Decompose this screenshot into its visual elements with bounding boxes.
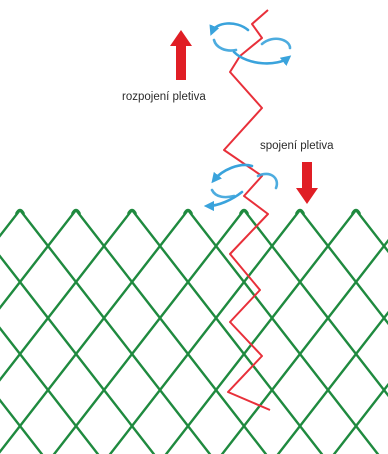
mesh-wire xyxy=(242,209,274,454)
mesh-knot xyxy=(294,208,306,215)
mesh-wire xyxy=(130,209,162,454)
join-label: spojení pletiva xyxy=(260,140,334,152)
mesh-knot xyxy=(126,208,138,215)
mesh-wire xyxy=(46,209,78,454)
mesh-knot xyxy=(14,208,26,215)
arrow-up-icon xyxy=(170,30,192,80)
unjoin-label: rozpojení pletiva xyxy=(122,91,206,103)
mesh-wire xyxy=(74,209,106,454)
rotate-icon-bottom xyxy=(203,163,279,212)
mesh-knot xyxy=(238,208,250,215)
mesh-wire xyxy=(270,209,302,454)
mesh-knot xyxy=(350,208,362,215)
arrow-down-icon xyxy=(296,162,318,204)
mesh-wire xyxy=(354,209,386,454)
mesh-knot xyxy=(182,208,194,215)
mesh-wire xyxy=(298,209,330,454)
mesh-wire xyxy=(102,209,134,454)
mesh-wire xyxy=(18,209,50,454)
mesh-wire xyxy=(326,209,358,454)
mesh-wire xyxy=(158,209,190,454)
mesh-wire xyxy=(214,209,246,454)
mesh-wire xyxy=(382,238,388,398)
mesh-wire xyxy=(186,209,218,454)
mesh-knot xyxy=(70,208,82,215)
chain-link-mesh xyxy=(0,208,388,454)
red-spiral-wire xyxy=(223,9,271,411)
rotate-icon-top xyxy=(209,22,292,66)
mesh-wire xyxy=(0,209,22,454)
